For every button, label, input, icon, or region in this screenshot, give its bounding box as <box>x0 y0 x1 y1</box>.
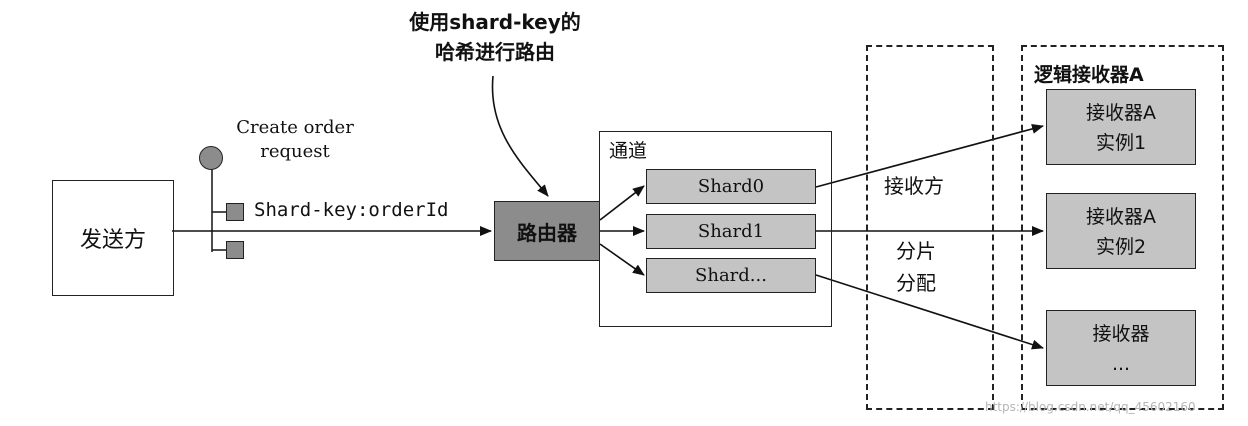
shard-1: Shard1 <box>646 214 816 249</box>
message-title: Create order request <box>205 116 385 164</box>
shard-0: Shard0 <box>646 169 816 204</box>
body-square-icon <box>226 241 244 259</box>
router-shardn-arrow <box>599 243 645 276</box>
assignment-label-shard: 分片 <box>896 239 936 263</box>
receiver-instance-n-line1: 接收器 <box>1092 323 1150 345</box>
assignment-label-assign: 分配 <box>896 271 936 295</box>
shard-n-label: Shard... <box>695 265 767 286</box>
router-box: 路由器 <box>494 201 600 261</box>
message-title-line1: Create order <box>236 117 354 138</box>
assignment-region <box>866 45 994 410</box>
message-header-text: Shard-key:orderId <box>254 199 449 221</box>
routing-callout-line2: 哈希进行路由 <box>435 40 555 64</box>
assignment-label-receiver: 接收方 <box>884 174 944 198</box>
receiver-instance-1-line1: 接收器A <box>1086 102 1156 124</box>
logical-receiver-region <box>1021 45 1224 410</box>
shard-1-label: Shard1 <box>697 221 765 242</box>
shard0-receiver1-arrow <box>815 124 1044 188</box>
sender-label: 发送方 <box>79 228 146 253</box>
callout-arrow <box>491 75 549 197</box>
shard-0-label: Shard0 <box>697 176 765 197</box>
routing-callout: 使用shard-key的 哈希进行路由 <box>395 7 595 67</box>
message-circle-icon <box>199 146 223 170</box>
logical-receiver-label: 逻辑接收器A <box>1034 64 1144 86</box>
channel-box: 通道 <box>599 131 832 327</box>
shard-n: Shard... <box>646 258 816 293</box>
receiver-instance-1-line2: 实例1 <box>1095 132 1147 154</box>
receiver-instance-2-line1: 接收器A <box>1086 206 1156 228</box>
router-shard0-arrow <box>599 185 645 221</box>
watermark: https://blog.csdn.net/qq_45602160 <box>985 400 1196 414</box>
receiver-instance-2: 接收器A 实例2 <box>1046 193 1196 269</box>
message-title-line2: request <box>260 141 330 162</box>
receiver-instance-n: 接收器 ... <box>1046 310 1196 386</box>
routing-callout-line1: 使用shard-key的 <box>409 10 581 34</box>
receiver-instance-n-line2: ... <box>1111 353 1131 375</box>
header-square-icon <box>226 203 244 221</box>
sender-box: 发送方 <box>52 180 174 296</box>
shardn-receivern-arrow <box>815 274 1044 350</box>
receiver-instance-1: 接收器A 实例1 <box>1046 89 1196 165</box>
router-label: 路由器 <box>517 220 577 245</box>
receiver-instance-2-line2: 实例2 <box>1095 236 1147 258</box>
channel-label: 通道 <box>609 140 648 162</box>
